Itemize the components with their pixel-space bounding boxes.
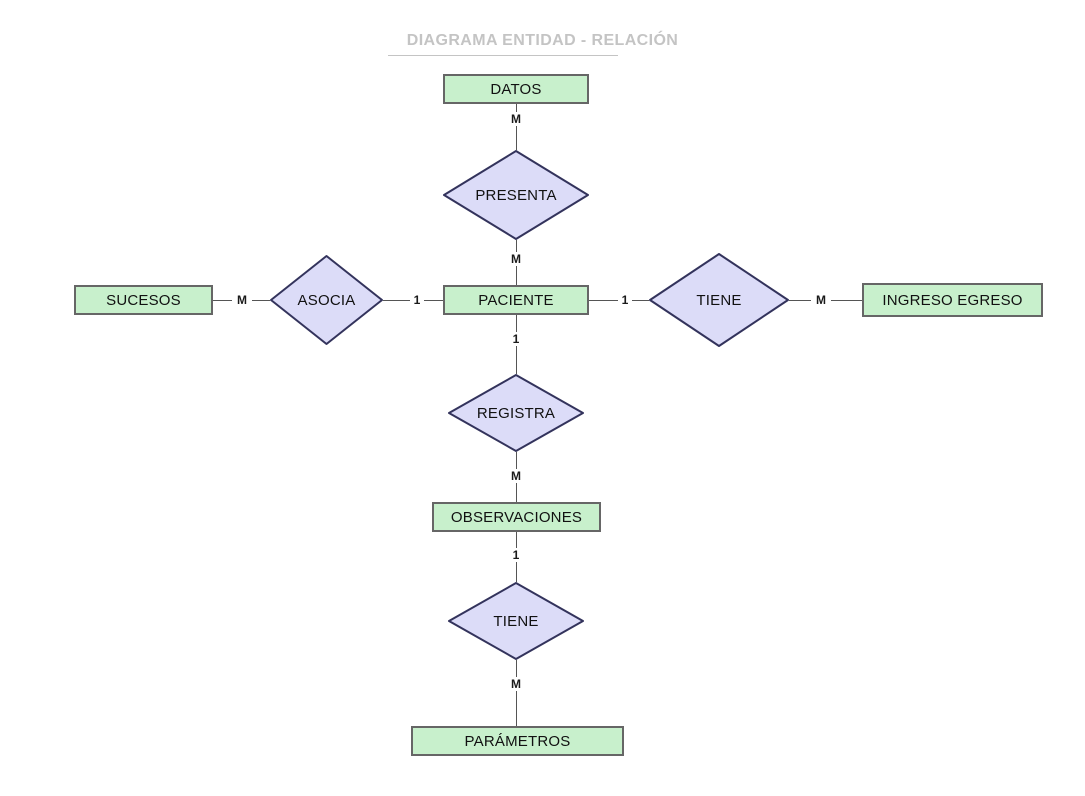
title-underline xyxy=(388,55,618,56)
entity-parametros[interactable]: PARÁMETROS xyxy=(411,726,624,756)
entity-sucesos[interactable]: SUCESOS xyxy=(74,285,213,315)
cardinality-presenta-paciente: M xyxy=(506,252,526,266)
entity-label: DATOS xyxy=(490,80,542,98)
cardinality-paciente-tiene: 1 xyxy=(618,293,632,307)
diamond-shape xyxy=(443,150,589,240)
entity-paciente[interactable]: PACIENTE xyxy=(443,285,589,315)
cardinality-asocia-paciente: 1 xyxy=(410,293,424,307)
relationship-presenta[interactable]: PRESENTA xyxy=(443,150,589,240)
cardinality-tiene-parametros: M xyxy=(506,677,526,691)
entity-datos[interactable]: DATOS xyxy=(443,74,589,104)
entity-label: PARÁMETROS xyxy=(464,732,571,750)
diamond-shape xyxy=(448,374,584,452)
cardinality-tiene-ingreso-egreso: M xyxy=(811,293,831,307)
page-title: DIAGRAMA ENTIDAD - RELACIÓN xyxy=(406,32,679,49)
diamond-shape xyxy=(448,582,584,660)
entity-label: PACIENTE xyxy=(478,291,554,309)
cardinality-registra-observaciones: M xyxy=(506,469,526,483)
diamond-shape xyxy=(270,255,383,345)
entity-label: SUCESOS xyxy=(106,291,181,309)
entity-label: OBSERVACIONES xyxy=(450,508,583,526)
entity-observaciones[interactable]: OBSERVACIONES xyxy=(432,502,601,532)
cardinality-paciente-registra: 1 xyxy=(509,332,523,346)
cardinality-sucesos-asocia: M xyxy=(232,293,252,307)
relationship-tiene-parametros[interactable]: TIENE xyxy=(448,582,584,660)
connector-datos-presenta xyxy=(516,104,517,150)
relationship-asocia[interactable]: ASOCIA xyxy=(270,255,383,345)
entity-ingreso-egreso[interactable]: INGRESO EGRESO xyxy=(862,283,1043,317)
entity-label: INGRESO EGRESO xyxy=(882,291,1023,309)
relationship-tiene-ingreso[interactable]: TIENE xyxy=(649,253,789,347)
diamond-shape xyxy=(649,253,789,347)
cardinality-datos-presenta: M xyxy=(506,112,526,126)
cardinality-observaciones-tiene: 1 xyxy=(509,548,523,562)
connector-tiene-parametros xyxy=(516,660,517,726)
relationship-registra[interactable]: REGISTRA xyxy=(448,374,584,452)
